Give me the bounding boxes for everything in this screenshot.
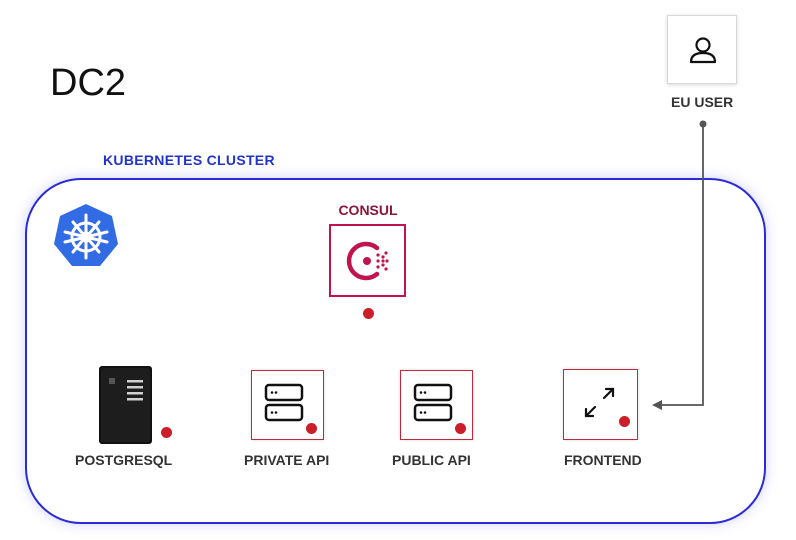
frontend-status-dot: [619, 416, 630, 427]
consul-icon: [346, 241, 389, 281]
private-api-label: PRIVATE API: [244, 452, 330, 468]
datacenter-title: DC2: [50, 62, 127, 104]
kubernetes-cluster-boundary: [25, 178, 766, 524]
frontend-label: FRONTEND: [564, 452, 642, 468]
server-tower-icon[interactable]: [99, 366, 152, 444]
connector-start-dot: [699, 120, 707, 128]
consul-node[interactable]: [329, 224, 406, 297]
consul-status-dot: [363, 308, 374, 319]
public-api-label: PUBLIC API: [392, 452, 471, 468]
server-stack-icon: [264, 383, 304, 422]
server-stack-icon: [413, 383, 453, 422]
kubernetes-icon: [54, 204, 118, 266]
private-api-node[interactable]: [251, 370, 324, 440]
postgres-label: POSTGRESQL: [75, 452, 173, 468]
eu-user-node[interactable]: [667, 15, 737, 84]
consul-label: CONSUL: [338, 202, 398, 218]
public-api-status-dot: [455, 423, 466, 434]
postgres-status-dot: [161, 427, 172, 438]
public-api-node[interactable]: [400, 370, 473, 440]
private-api-status-dot: [306, 423, 317, 434]
expand-arrows-icon: [584, 387, 615, 418]
eu-user-label: EU USER: [671, 94, 734, 110]
cluster-label: KUBERNETES CLUSTER: [103, 152, 275, 168]
user-icon: [689, 37, 717, 64]
frontend-node[interactable]: [563, 369, 638, 440]
